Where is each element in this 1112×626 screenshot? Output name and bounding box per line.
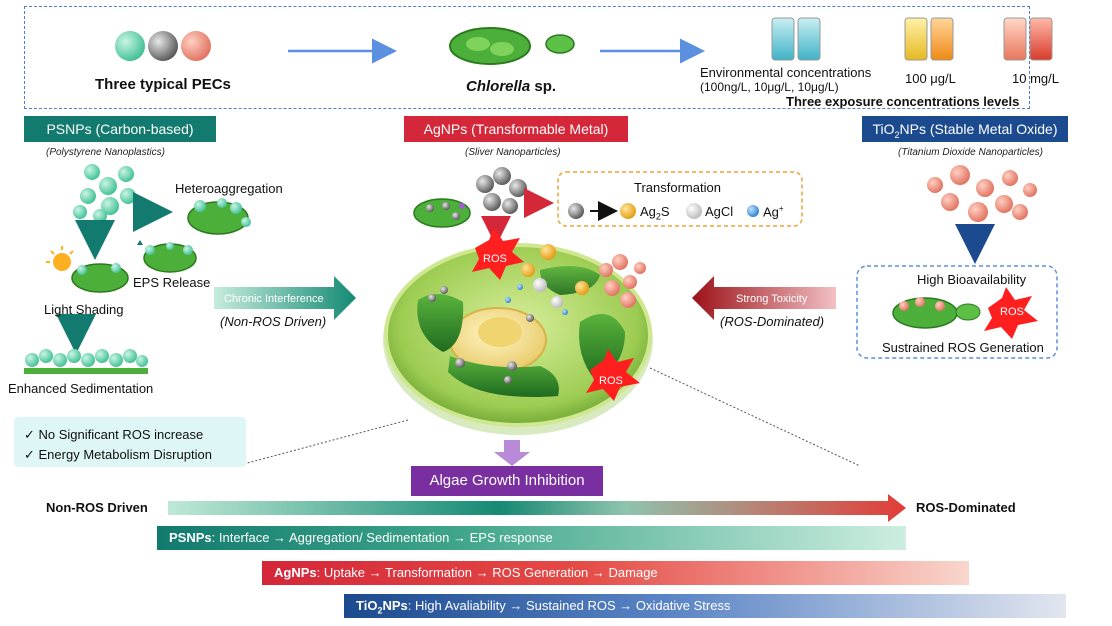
beakers-environmental	[771, 17, 821, 61]
growth-down-arrow	[494, 440, 530, 466]
psnps-header: PSNPs (Carbon-based)	[24, 116, 216, 142]
tio2-header-pre: TiO	[872, 121, 895, 137]
cell-particles	[428, 244, 589, 384]
tio2-band-name: TiO2NPs	[356, 598, 408, 616]
agcl-label: AgCl	[705, 204, 734, 219]
agcl-sphere-icon	[686, 203, 702, 219]
eps-release-label: EPS Release	[133, 275, 211, 290]
agplus-main: Ag	[763, 204, 779, 220]
effect-item-0: ✓ No Significant ROS increase	[24, 427, 203, 443]
psnps-subtitle: (Polystyrene Nanoplastics)	[46, 147, 165, 158]
sedimentation-icon	[24, 349, 148, 374]
transformation-title: Transformation	[634, 180, 721, 195]
check-icon: ✓	[24, 447, 39, 462]
ros-dominated-caption: (ROS-Dominated)	[720, 314, 825, 329]
env-concentration-line1: Environmental concentrations	[700, 65, 872, 80]
strong-toxicity-arrow	[692, 276, 836, 320]
non-ros-driven-label: Non-ROS Driven	[46, 500, 148, 515]
exposure-levels-label: Three exposure concentrations levels	[786, 94, 1020, 109]
ros-gradient-arrow	[168, 494, 906, 522]
psnps-cluster	[73, 164, 136, 223]
chlorella-sp: sp.	[530, 78, 557, 95]
heteroaggregation-label: Heteroaggregation	[175, 181, 283, 196]
chlorella-genus: Chlorella	[466, 78, 531, 95]
agnps-subtitle: (Sliver Nanoparticles)	[465, 147, 561, 158]
tio2-header-post: NPs (Stable Metal Oxide)	[899, 121, 1058, 137]
transformation-box	[557, 171, 803, 227]
strong-toxicity-label: Strong Toxicity	[736, 293, 808, 305]
check-icon: ✓	[24, 427, 39, 442]
ros-burst-bottom	[586, 349, 640, 401]
psnps-band-name: PSNPs	[169, 530, 212, 545]
sustained-ros-label: Sustrained ROS Generation	[882, 340, 1044, 355]
high-bioavailability-label: High Bioavailability	[917, 272, 1027, 287]
agplus-label: Ag+	[763, 204, 784, 219]
ag-sphere-icon	[568, 203, 584, 219]
agnps-band-name: AgNPs	[274, 565, 317, 580]
effect-text-1: Energy Metabolism Disruption	[38, 447, 212, 462]
tio2-band-name-sub: 2	[377, 605, 383, 616]
tio2-particles-on-cell	[599, 254, 646, 308]
zoom-line-right	[649, 367, 861, 467]
tio2-header-sub: 2	[894, 129, 900, 140]
conc-10mg-label: 10 mg/L	[1012, 71, 1059, 86]
ros-burst-top	[472, 228, 524, 280]
tio2-band-text: : High Avaliability → Sustained ROS → Ox…	[407, 598, 731, 613]
light-shading-icon	[46, 246, 129, 293]
tio2-cluster	[927, 165, 1037, 222]
ag2s-sphere-icon	[620, 203, 636, 219]
agnps-band-text: : Uptake → Transformation → ROS Generati…	[316, 565, 658, 580]
psnps-band: PSNPs: Interface → Aggregation/ Sediment…	[157, 526, 906, 550]
conc-100ug-label: 100 μg/L	[905, 71, 956, 86]
effect-text-0: No Significant ROS increase	[38, 427, 204, 442]
beakers-100ug	[904, 17, 954, 61]
agplus-sphere-icon	[747, 205, 759, 217]
agnps-band: AgNPs: Uptake → Transformation → ROS Gen…	[262, 561, 969, 585]
effect-item-1: ✓ Energy Metabolism Disruption	[24, 447, 212, 463]
heteroaggregation-icon	[187, 198, 251, 235]
algae-cell	[383, 243, 653, 435]
algae-growth-inhibition: Algae Growth Inhibition	[411, 466, 603, 496]
ag2s-end: S	[660, 204, 670, 219]
ros-label-tio2: ROS	[1000, 306, 1024, 318]
agnps-header: AgNPs (Transformable Metal)	[404, 116, 628, 142]
tio2-band: TiO2NPs: High Avaliability → Sustained R…	[344, 594, 1066, 618]
algae-with-tio2-icon	[892, 297, 981, 329]
zoom-line-left	[235, 419, 409, 467]
bioavailability-box	[856, 265, 1058, 359]
chronic-interference-label: Chronic Interference	[224, 293, 324, 305]
pecs-spheres	[115, 31, 211, 61]
psnps-effects-box	[14, 417, 246, 467]
light-shading-label: Light Shading	[44, 302, 124, 317]
tio2-band-name-pre: TiO	[356, 598, 378, 613]
agplus-sup: +	[778, 204, 784, 213]
ag2s-sub: 2	[655, 211, 661, 222]
ros-label-bottom: ROS	[599, 375, 623, 387]
non-ros-driven-caption: (Non-ROS Driven)	[220, 314, 327, 329]
agnps-cluster	[476, 167, 527, 214]
eps-release-icon	[137, 240, 197, 273]
tio2-subtitle: (Titanium Dioxide Nanoparticles)	[898, 147, 1043, 158]
ag2s-main: Ag	[640, 204, 656, 219]
tio2-band-name-post: NPs	[382, 598, 408, 613]
env-concentration-line2: (100ng/L, 10μg/L, 10μg/L)	[700, 80, 839, 94]
tio2-header: TiO2NPs (Stable Metal Oxide)	[862, 116, 1068, 142]
ros-dominated-label: ROS-Dominated	[916, 500, 1016, 515]
chlorella-label: Chlorella sp.	[466, 78, 556, 95]
ros-burst-tio2	[984, 287, 1038, 339]
top-exposure-panel	[24, 6, 1030, 109]
sedimentation-label: Enhanced Sedimentation	[8, 381, 154, 396]
psnps-band-text: : Interface → Aggregation/ Sedimentation…	[211, 530, 553, 545]
ros-label-top: ROS	[483, 253, 507, 265]
chlorella-icon	[449, 27, 575, 65]
algae-with-agnps-icon	[413, 198, 471, 228]
pecs-label: Three typical PECs	[95, 76, 231, 93]
ag2s-label: Ag2S	[640, 204, 670, 222]
beakers-10mg	[1003, 17, 1053, 61]
chronic-interference-arrow	[214, 276, 356, 320]
